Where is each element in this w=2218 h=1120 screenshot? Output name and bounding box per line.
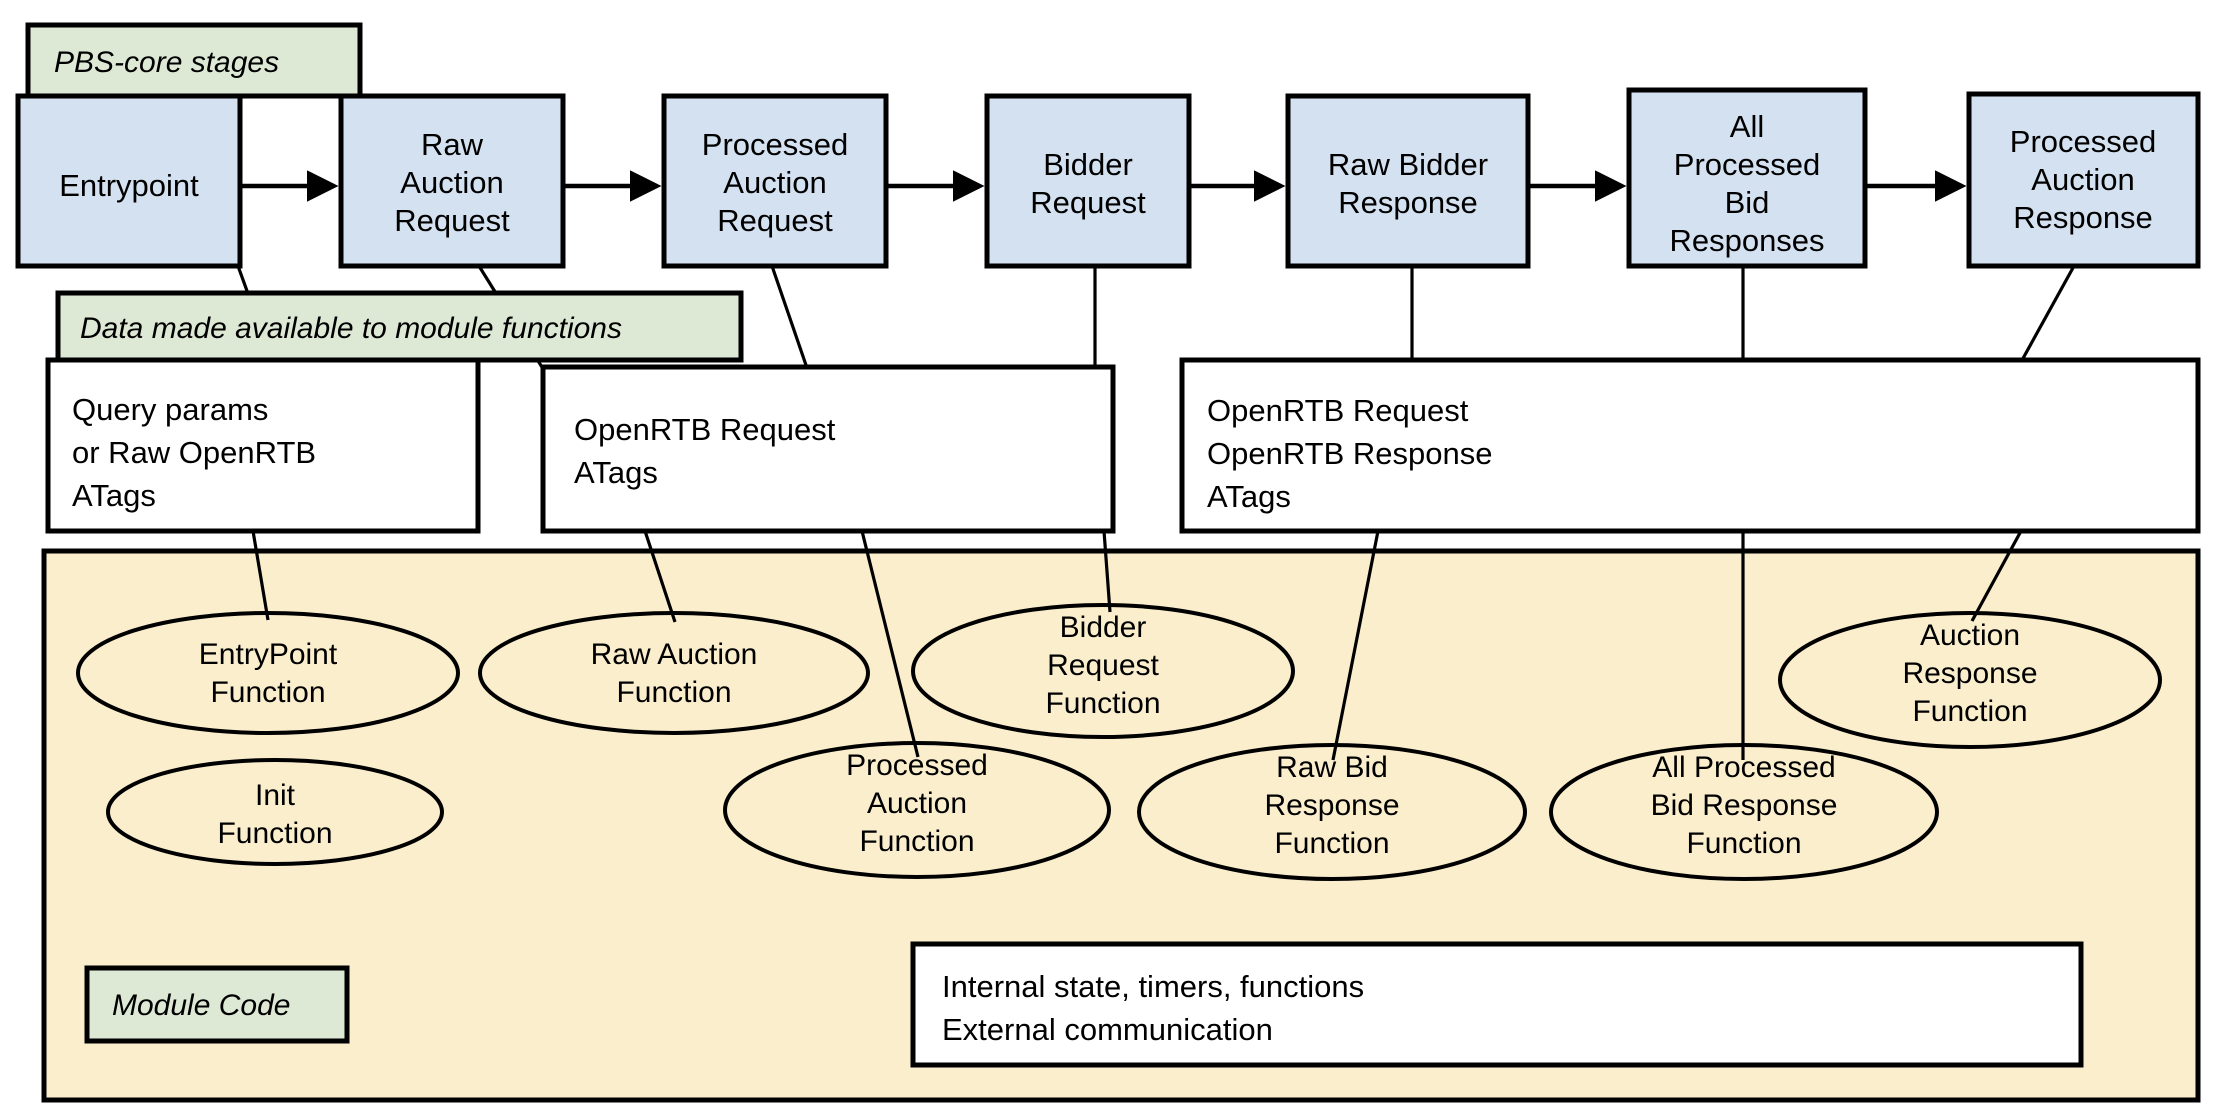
stage-box-entrypoint[interactable]: Entrypoint xyxy=(15,93,243,269)
legend-data-available: Data made available to module functions xyxy=(55,290,744,363)
connector-data-to-bidder-request-fn xyxy=(1102,530,1112,613)
function-ellipse-auction-response[interactable]: Auction Response Function xyxy=(1778,611,2162,749)
connector-data-to-entrypoint-fn xyxy=(251,530,270,621)
stage-label-line: Raw xyxy=(421,127,484,162)
stage-box-processed-auction-request[interactable]: Processed Auction Request xyxy=(661,93,889,269)
stage-label-line: Responses xyxy=(1669,223,1824,258)
legend-module-code: Module Code xyxy=(84,965,350,1044)
function-label-line: Bidder xyxy=(1060,611,1147,644)
stage-label-line: Raw Bidder xyxy=(1328,147,1488,182)
legend-pbs-core-stages-label: PBS-core stages xyxy=(54,46,279,79)
function-label-line: Raw Bid xyxy=(1276,751,1388,784)
function-ellipse-entrypoint[interactable]: EntryPoint Function xyxy=(76,611,460,735)
function-label-line: Function xyxy=(616,676,731,709)
stage-box-processed-auction-response[interactable]: Processed Auction Response xyxy=(1966,91,2201,269)
function-label-line: Request xyxy=(1047,649,1159,682)
legend-data-available-label: Data made available to module functions xyxy=(80,312,622,345)
stage-box-raw-auction-request[interactable]: Raw Auction Request xyxy=(338,93,566,269)
data-line: ATags xyxy=(574,455,658,490)
stage-label-line: All xyxy=(1730,109,1764,144)
legend-module-code-label: Module Code xyxy=(112,989,290,1022)
function-ellipse-processed-auction[interactable]: Processed Auction Function xyxy=(723,741,1111,879)
function-label-line: Response xyxy=(1264,789,1399,822)
stage-label-line: Response xyxy=(2013,200,2153,235)
connector-data-to-raw-bid-response-fn xyxy=(1331,530,1380,761)
function-label-line: Auction xyxy=(867,787,967,820)
connector-processed-auction-response-to-data xyxy=(2019,265,2076,363)
function-label-line: Function xyxy=(859,825,974,858)
stage-box-bidder-request[interactable]: Bidder Request xyxy=(984,93,1192,269)
internal-state-box[interactable]: Internal state, timers, functions Extern… xyxy=(910,941,2084,1068)
function-ellipse-all-processed-bid-response[interactable]: All Processed Bid Response Function xyxy=(1549,743,1939,881)
connector-processed-auction-to-data xyxy=(770,265,809,369)
function-label-line: Function xyxy=(1912,695,2027,728)
legend-pbs-core-stages: PBS-core stages xyxy=(25,22,363,99)
stage-label-line: Processed xyxy=(702,127,848,162)
function-ellipse-init[interactable]: Init Function xyxy=(106,758,444,866)
internal-state-line: External communication xyxy=(942,1012,1273,1047)
stage-label-line: Processed xyxy=(1674,147,1820,182)
internal-state-line: Internal state, timers, functions xyxy=(942,969,1364,1004)
stage-label-line: Entrypoint xyxy=(59,168,199,203)
function-label-line: EntryPoint xyxy=(199,638,338,671)
function-ellipse-bidder-request[interactable]: Bidder Request Function xyxy=(911,603,1295,739)
stage-box-all-processed-bid-responses[interactable]: All Processed Bid Responses xyxy=(1626,87,1868,269)
function-label-line: Function xyxy=(210,676,325,709)
stage-box-raw-bidder-response[interactable]: Raw Bidder Response xyxy=(1285,93,1531,269)
stage-label-line: Bid xyxy=(1725,185,1770,220)
stage-label-line: Request xyxy=(717,203,833,238)
data-line: OpenRTB Request xyxy=(574,412,836,447)
data-line: ATags xyxy=(72,478,156,513)
connector-data-to-processed-auction-fn xyxy=(860,530,920,758)
function-label-line: Function xyxy=(217,817,332,850)
function-label-line: Bid Response xyxy=(1651,789,1838,822)
function-ellipse-raw-auction[interactable]: Raw Auction Function xyxy=(478,611,870,735)
stage-label-line: Auction xyxy=(400,165,503,200)
function-label-line: Processed xyxy=(846,749,988,782)
data-box-query-params[interactable]: Query params or Raw OpenRTB ATags xyxy=(45,357,481,534)
data-line: Query params xyxy=(72,392,268,427)
function-label-line: Response xyxy=(1902,657,2037,690)
function-label-line: Function xyxy=(1274,827,1389,860)
data-line: OpenRTB Request xyxy=(1207,393,1469,428)
stage-label-line: Response xyxy=(1338,185,1478,220)
function-label-line: Auction xyxy=(1920,619,2020,652)
stage-label-line: Request xyxy=(394,203,510,238)
connector-data-to-auction-response-fn xyxy=(1970,530,2023,622)
function-label-line: Function xyxy=(1686,827,1801,860)
stage-label-line: Processed xyxy=(2010,124,2156,159)
data-line: ATags xyxy=(1207,479,1291,514)
stage-label-line: Bidder xyxy=(1043,147,1133,182)
stage-label-line: Auction xyxy=(2031,162,2134,197)
stage-label-line: Auction xyxy=(723,165,826,200)
function-label-line: Function xyxy=(1045,687,1160,720)
connector-data-to-raw-auction-fn xyxy=(643,530,677,623)
function-label-line: All Processed xyxy=(1652,751,1835,784)
data-line: or Raw OpenRTB xyxy=(72,435,316,470)
data-box-openrtb-request-response[interactable]: OpenRTB Request OpenRTB Response ATags xyxy=(1179,357,2201,534)
data-box-openrtb-request[interactable]: OpenRTB Request ATags xyxy=(540,364,1116,534)
function-label-line: Raw Auction xyxy=(591,638,758,671)
stage-label-line: Request xyxy=(1030,185,1146,220)
data-line: OpenRTB Response xyxy=(1207,436,1492,471)
function-ellipse-raw-bid-response[interactable]: Raw Bid Response Function xyxy=(1137,743,1527,881)
function-label-line: Init xyxy=(255,779,296,812)
